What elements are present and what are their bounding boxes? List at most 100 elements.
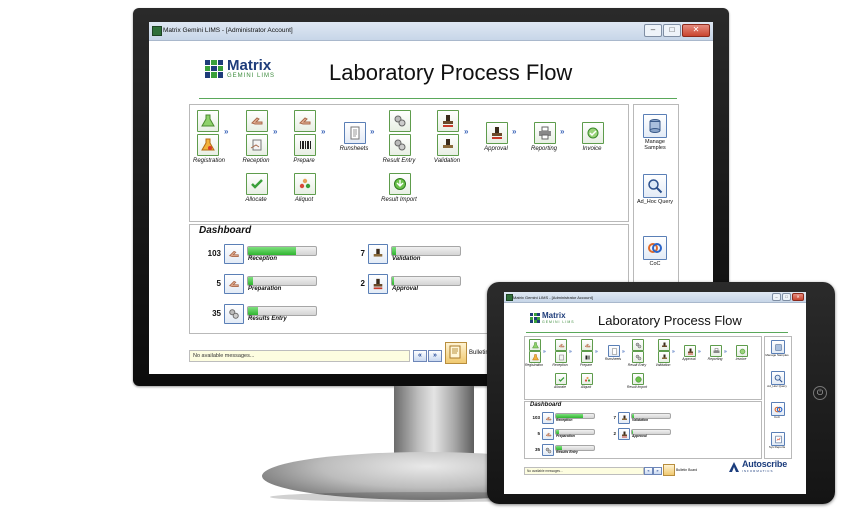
validation-stamp-2-icon[interactable] [437,134,459,156]
tablet-manage-samples-database-icon[interactable] [771,340,785,354]
tablet-step-label-prepare: Prepare [579,363,593,367]
dashboard-title: Dashboard [199,225,252,236]
tablet-dashboard-results-gears-icon[interactable] [542,444,554,456]
aliquot-people-icon[interactable] [294,173,316,195]
tablet-reception-hold-icon[interactable] [555,351,567,363]
maximize-button[interactable]: □ [663,24,681,37]
tablet-dashboard-reception-hand-icon[interactable] [542,412,554,424]
registration-flask-icon[interactable] [197,110,219,132]
tablet-step-label-invoice: Invoice [735,357,747,361]
minimize-button[interactable]: – [644,24,662,37]
reception-hand-icon[interactable] [246,110,268,132]
dashboard-preparation-hand-icon[interactable] [224,274,244,294]
tablet-message-prev-button[interactable]: « [644,467,653,475]
tablet-reception-progress-fill [556,414,583,418]
result-import-icon[interactable] [389,173,411,195]
tablet-flow-arrow-icon: » [622,349,625,355]
message-next-button[interactable]: » [428,350,442,362]
tablet-flow-arrow-icon: » [672,349,675,355]
reception-progress-bar [247,246,317,256]
tablet-coc-chain-icon[interactable] [771,402,785,416]
results-entry-count: 35 [212,309,221,318]
tablet-close-button[interactable]: ✕ [792,293,804,301]
runsheets-document-icon[interactable] [344,122,366,144]
invoice-icon[interactable] [582,122,604,144]
results-entry-label: Results Entry [248,316,287,322]
step-label-validation: Validation [433,158,461,164]
dashboard-reception-hand-icon[interactable] [224,244,244,264]
tablet-approval-progress-fill [632,430,634,434]
tablet-dashboard-preparation-hand-icon[interactable] [542,428,554,440]
flow-arrow-icon: » [321,127,326,136]
tablet-minimize-button[interactable]: – [772,293,781,301]
preparation-progress-bar [247,276,317,286]
tablet-validation-stamp-icon[interactable] [658,339,670,351]
coc-chain-icon[interactable] [643,236,667,260]
tablet-allocate-check-icon[interactable] [555,373,567,385]
message-prev-button[interactable]: « [413,350,427,362]
bulletin-board-icon[interactable] [445,342,467,364]
tablet-result-entry-gears-2-icon[interactable] [632,351,644,363]
tablet-reception-hand-icon[interactable] [555,339,567,351]
tablet-runsheets-document-icon[interactable] [608,345,620,357]
tablet-reporting-printer-icon[interactable] [710,345,722,357]
autoscribe-mark-icon [729,461,739,472]
reporting-printer-icon[interactable] [534,122,556,144]
prepare-hand-icon[interactable] [294,110,316,132]
tablet-prepare-barcode-icon[interactable] [581,351,593,363]
tablet-reception-label: Reception [556,418,573,422]
tablet-approval-stamp-icon[interactable] [684,345,696,357]
dashboard-validation-stamp-icon[interactable] [368,244,388,264]
allocate-check-icon[interactable] [246,173,268,195]
tablet-prepare-hand-icon[interactable] [581,339,593,351]
tablet-bulletin-board-icon[interactable] [663,464,675,476]
dashboard-approval-stamp-icon[interactable] [368,274,388,294]
manage-samples-database-icon[interactable] [643,114,667,138]
flow-arrow-icon: » [224,127,229,136]
result-entry-gears-2-icon[interactable] [389,134,411,156]
step-label-registration: Registration [192,158,226,164]
flow-arrow-icon: » [370,127,375,136]
tablet-validation-stamp-2-icon[interactable] [658,351,670,363]
validation-stamp-icon[interactable] [437,110,459,132]
step-label-reporting: Reporting [530,146,558,152]
ad-hoc-query-magnifier-icon[interactable] [643,174,667,198]
tablet-message-bar: No available messages... [524,467,644,475]
tablet-reception-count: 103 [532,415,540,420]
result-entry-gears-icon[interactable] [389,110,411,132]
tablet-message-next-button[interactable]: » [653,467,662,475]
tablet-invoice-icon[interactable] [736,345,748,357]
tablet-dashboard-approval-stamp-icon[interactable] [618,428,630,440]
reception-hold-icon[interactable] [246,134,268,156]
approval-progress-fill [392,277,395,285]
tablet-titlebar: Matrix Gemini LIMS - [Administrator Acco… [504,292,806,303]
tablet-flow-arrow-icon: » [698,349,701,355]
tablet-title-divider [526,332,788,333]
dashboard-results-gears-icon[interactable] [224,304,244,324]
validation-progress-fill [392,247,397,255]
tablet-validation-progress-bar [631,413,671,419]
tablet-aliquot-people-icon[interactable] [581,373,593,385]
prepare-barcode-icon[interactable] [294,134,316,156]
matrix-logo: Matrix GEMINI LIMS [205,58,275,79]
tablet-sys-reports-icon[interactable] [771,432,785,446]
autoscribe-subtitle: INFORMATICS [742,469,774,473]
close-button[interactable]: ✕ [682,24,710,37]
tablet-registration-flask-red-icon[interactable] [529,351,541,363]
tablet-ad-hoc-query-magnifier-icon[interactable] [771,371,785,385]
tablet-result-entry-gears-icon[interactable] [632,339,644,351]
tablet-reception-progress-bar [555,413,595,419]
tablet-dashboard-validation-stamp-icon[interactable] [618,412,630,424]
tablet-flow-arrow-icon: » [595,349,598,355]
validation-label: Validation [392,256,421,262]
tablet-result-import-icon[interactable] [632,373,644,385]
tablet-preparation-count: 5 [537,431,540,436]
tablet-registration-flask-icon[interactable] [529,339,541,351]
tablet-power-button[interactable]: ⏻ [813,386,827,400]
tablet-flow-arrow-icon: » [724,349,727,355]
tablet-maximize-button[interactable]: □ [782,293,791,301]
preparation-label: Preparation [248,286,282,292]
approval-stamp-icon[interactable] [486,122,508,144]
tablet-step-label-validation: Validation [655,363,671,367]
registration-flask-red-icon[interactable] [197,134,219,156]
